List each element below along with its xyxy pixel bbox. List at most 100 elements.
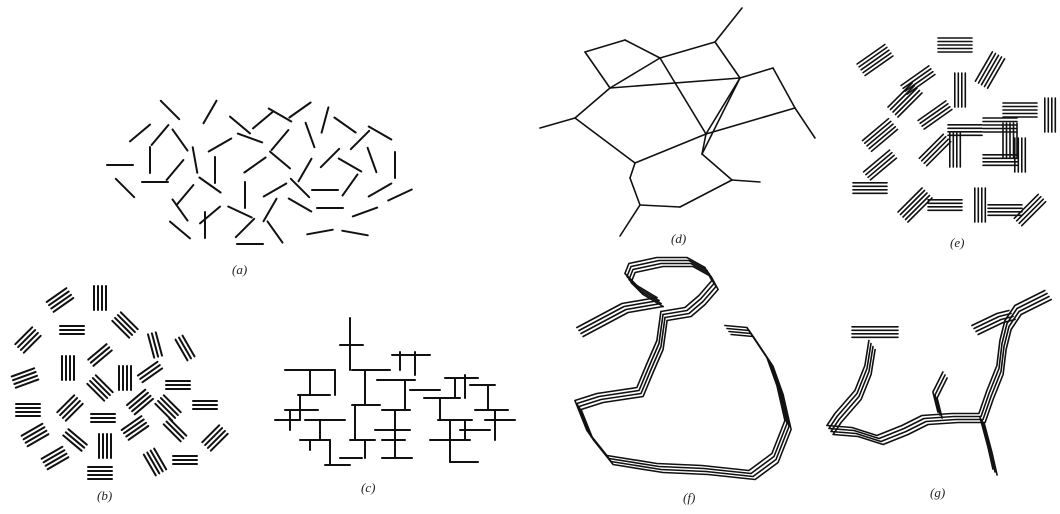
layered-bundle [983, 56, 1003, 88]
random-segment [306, 228, 334, 236]
panel-c-branched-network [274, 317, 516, 466]
random-segment [367, 182, 393, 198]
layered-bundle [974, 50, 994, 82]
stacked-bundle [19, 331, 39, 351]
layered-bundle [986, 57, 1006, 89]
stacked-bundle [45, 287, 68, 303]
caption-panel-d: (d) [671, 231, 687, 246]
stacked-bundle [44, 452, 68, 467]
random-segment [341, 173, 359, 197]
layered-bundle [919, 103, 949, 125]
stacked-bundle [162, 394, 182, 414]
stacked-bundle [146, 451, 161, 475]
random-segment [297, 157, 313, 183]
layered-bundle [1013, 193, 1040, 220]
random-segment [288, 101, 312, 119]
layered-bundle [869, 157, 898, 181]
layered-bundle [870, 128, 899, 153]
chain-strand [576, 313, 788, 475]
network-edge [639, 204, 681, 208]
layered-bundle [906, 73, 936, 95]
stacked-bundle [64, 431, 86, 449]
caption-panel-e: (e) [950, 235, 965, 250]
random-segment [175, 184, 195, 206]
stacked-bundle [24, 429, 48, 444]
random-segment [351, 206, 379, 218]
stacked-bundle [178, 336, 192, 360]
network-edge [701, 133, 707, 155]
chain-strand [830, 295, 1050, 443]
layered-bundle [923, 108, 953, 130]
random-segment [171, 198, 189, 222]
random-segment [270, 129, 290, 151]
chain-strand [932, 371, 944, 413]
chain-strand [828, 292, 1048, 440]
stacked-bundle [91, 377, 111, 397]
network-edge [609, 57, 661, 89]
layered-bundle [894, 89, 921, 116]
random-segment [266, 220, 284, 244]
layered-bundle [860, 49, 890, 71]
stacked-bundle [94, 374, 114, 394]
network-edge [624, 39, 661, 59]
network-edge [714, 7, 743, 43]
random-segment [333, 116, 357, 134]
network-edge [629, 162, 636, 179]
network-edge [584, 39, 626, 53]
stacked-bundle [128, 391, 149, 410]
layered-bundle [920, 135, 947, 162]
stacked-bundle [86, 382, 106, 402]
layered-bundle [887, 82, 913, 108]
layered-bundle [907, 197, 933, 223]
chain-strand [981, 419, 996, 473]
network-edge [539, 117, 576, 129]
stacked-bundle [62, 434, 83, 452]
stacked-bundle [10, 367, 36, 378]
random-segment [229, 115, 251, 135]
chain-strand [578, 299, 660, 332]
stacked-bundle [22, 334, 42, 354]
caption-panel-g: (g) [930, 485, 946, 500]
chain-strand [576, 296, 658, 329]
stacked-bundle [111, 319, 131, 339]
chain-strand [832, 298, 1052, 446]
layered-bundle [1020, 200, 1047, 227]
layered-bundle [904, 70, 934, 92]
layered-bundle [902, 192, 928, 218]
stacked-bundle [64, 402, 84, 422]
stacked-bundle [125, 421, 147, 438]
network-edge [574, 87, 611, 119]
stacked-bundle [48, 290, 70, 307]
stacked-bundle [142, 453, 157, 477]
chain-strand [973, 312, 1012, 330]
network-edge [794, 107, 816, 139]
stacked-bundle [153, 447, 168, 471]
layered-bundle [918, 133, 945, 160]
stacked-bundle [56, 394, 76, 414]
network-edge [731, 179, 761, 183]
stacked-bundle [116, 314, 136, 334]
layered-bundle [864, 55, 894, 77]
stacked-bundle [149, 449, 164, 473]
random-segment [304, 121, 316, 149]
network-edge [679, 179, 733, 208]
stacked-bundle [209, 432, 229, 452]
layered-bundle [904, 194, 931, 221]
layered-bundle [862, 52, 892, 74]
network-edge [634, 133, 707, 164]
stacked-bundle [12, 371, 37, 382]
panel-e-layered-aggregates [852, 37, 1057, 227]
stacked-bundle [87, 343, 108, 361]
stacked-bundle [204, 427, 224, 447]
stacked-bundle [133, 397, 154, 416]
layered-bundle [900, 65, 930, 87]
random-segment [387, 188, 413, 202]
stacked-bundle [22, 426, 46, 441]
network-edge [574, 117, 636, 164]
chain-strand [983, 422, 998, 476]
layered-bundle [861, 117, 890, 142]
caption-panel-f: (f) [683, 490, 696, 505]
random-segment [150, 124, 170, 146]
random-segment [349, 129, 371, 151]
random-segment [366, 146, 378, 174]
